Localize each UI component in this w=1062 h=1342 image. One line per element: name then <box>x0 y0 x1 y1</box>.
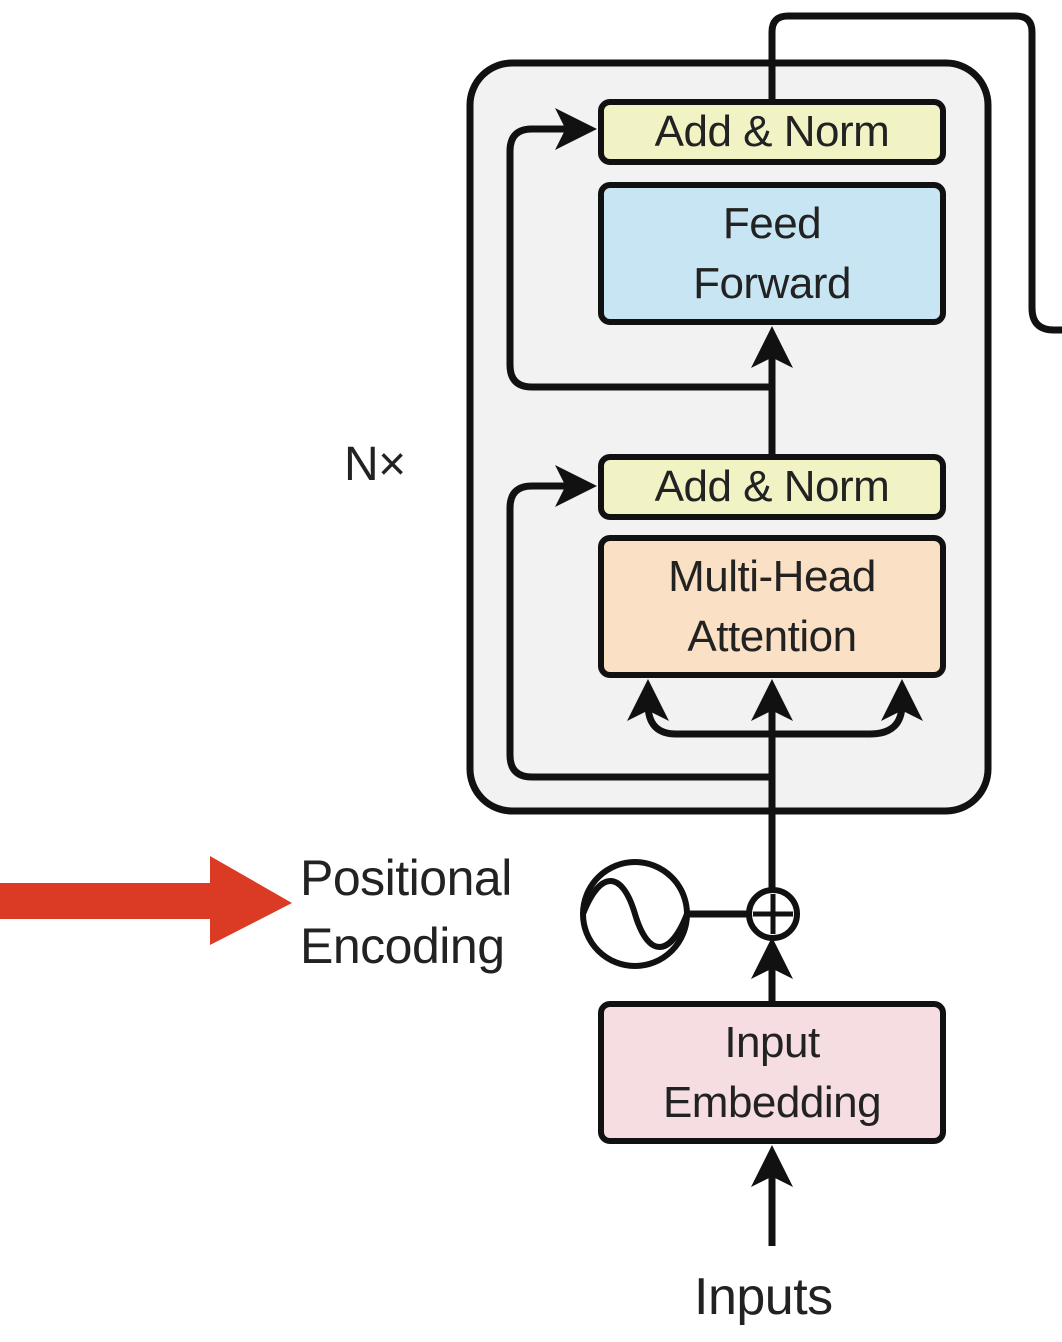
pointer-arrow-icon <box>0 856 292 945</box>
pe-label-line1: Positional <box>300 850 512 906</box>
residual-top <box>506 108 772 391</box>
add-norm-top-block: Add & Norm <box>598 99 946 165</box>
input-embedding-label-line2: Embedding <box>662 1077 882 1127</box>
encoder-output-line <box>768 12 1062 334</box>
input-embedding-block: Input Embedding <box>598 1001 946 1144</box>
feed-forward-label-line2: Forward <box>693 258 851 308</box>
sine-wave-curve <box>580 878 690 950</box>
mha-label-line2: Attention <box>687 611 857 661</box>
add-norm-bottom-block: Add & Norm <box>598 454 946 520</box>
attention-left-branch <box>627 679 772 738</box>
attention-right-branch <box>772 679 923 738</box>
pe-label-line2: Encoding <box>300 918 505 974</box>
multi-head-attention-block: Multi-Head Attention <box>598 535 946 678</box>
residual-bottom <box>506 465 772 781</box>
mha-label-line1: Multi-Head <box>668 551 876 601</box>
encoder-stack <box>466 59 992 815</box>
feed-forward-block: Feed Forward <box>598 182 946 325</box>
inputs-label: Inputs <box>694 1268 833 1326</box>
input-embedding-label-line1: Input <box>724 1017 820 1067</box>
add-norm-bottom-label: Add & Norm <box>654 462 890 511</box>
repeat-count-label: N× <box>344 438 406 491</box>
feed-forward-label-line1: Feed <box>722 198 822 248</box>
add-norm-top-label: Add & Norm <box>654 107 890 156</box>
positional-encoding-label: Positional Encoding <box>300 844 512 980</box>
